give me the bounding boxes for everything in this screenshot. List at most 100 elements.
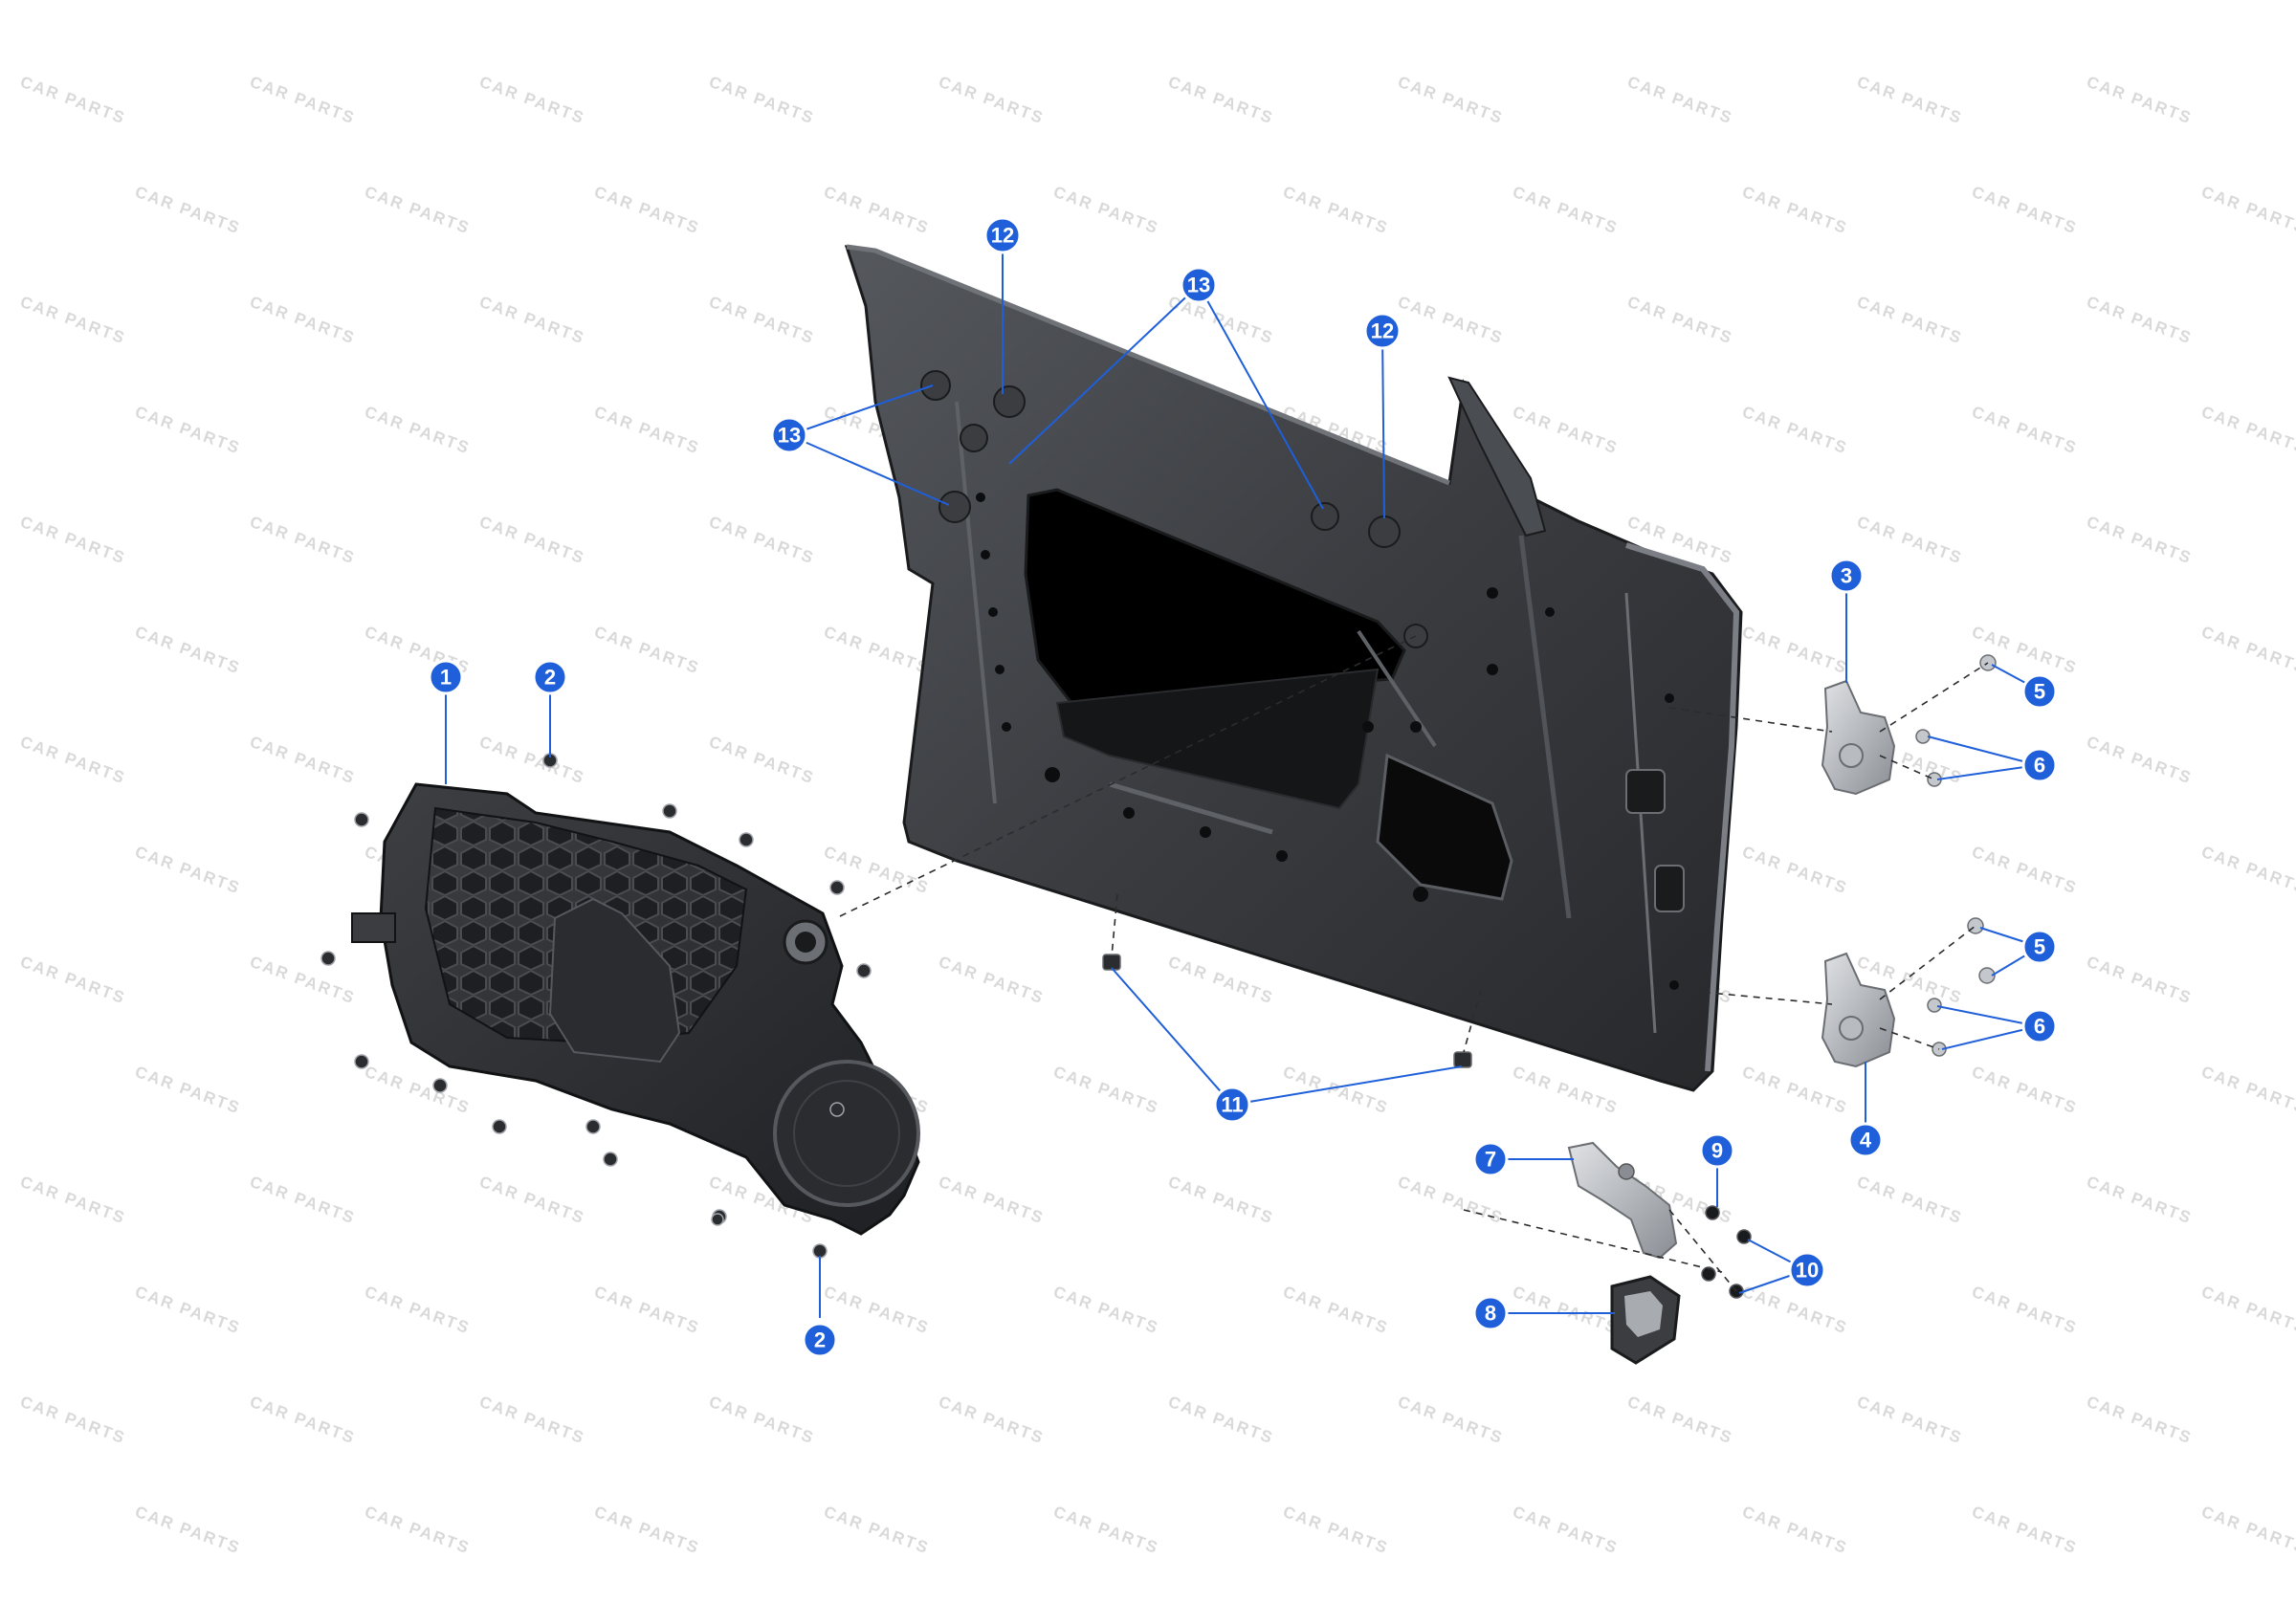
lower-door-hinge xyxy=(1821,952,1896,1068)
watermark-text: CAR PARTS xyxy=(1970,403,2080,458)
callout-8: 8 xyxy=(1472,1295,1509,1331)
watermark-text: CAR PARTS xyxy=(1051,1503,1161,1558)
callout-2-bottom-label: 2 xyxy=(814,1328,826,1352)
callout-5-upper-label: 5 xyxy=(2034,680,2045,704)
watermark-text: CAR PARTS xyxy=(1740,403,1850,458)
bump-stops xyxy=(1102,954,1472,1068)
watermark-text: CAR PARTS xyxy=(1511,1283,1621,1338)
watermark-text: CAR PARTS xyxy=(18,293,128,348)
hinge-bolts xyxy=(1915,654,1997,1057)
callout-2-top: 2 xyxy=(532,659,568,695)
watermark-text: CAR PARTS xyxy=(1625,293,1735,348)
watermark-text: CAR PARTS xyxy=(1740,1503,1850,1558)
callout-4: 4 xyxy=(1847,1122,1884,1158)
watermark-text: CAR PARTS xyxy=(133,843,243,898)
watermark-text: CAR PARTS xyxy=(707,73,817,128)
watermark-text: CAR PARTS xyxy=(1740,1063,1850,1118)
watermark-text: CAR PARTS xyxy=(2199,183,2296,238)
watermark-text: CAR PARTS xyxy=(1511,1063,1621,1118)
plug-12-left xyxy=(993,385,1026,418)
callouts: 1 2 2 3 4 5 5 6 xyxy=(428,216,2058,1358)
watermark-text: CAR PARTS xyxy=(363,183,473,238)
watermark-text: CAR PARTS xyxy=(133,403,243,458)
watermark-text: CAR PARTS xyxy=(248,513,358,568)
watermark-text: CAR PARTS xyxy=(1166,73,1276,128)
door-shell xyxy=(844,244,1743,1092)
callout-8-label: 8 xyxy=(1485,1302,1496,1326)
callout-5-lower-label: 5 xyxy=(2034,935,2045,959)
watermark-text: CAR PARTS xyxy=(133,1283,243,1338)
callout-9-label: 9 xyxy=(1711,1139,1723,1163)
watermark-text: CAR PARTS xyxy=(1396,1173,1506,1228)
watermark-text: CAR PARTS xyxy=(592,403,702,458)
callout-13-left-label: 13 xyxy=(778,424,801,448)
watermark-text: CAR PARTS xyxy=(1970,1063,2080,1118)
callout-12-left: 12 xyxy=(983,216,1022,254)
watermark-text: CAR PARTS xyxy=(477,1173,587,1228)
callout-2-top-label: 2 xyxy=(544,666,556,690)
watermark-text: CAR PARTS xyxy=(1281,183,1391,238)
watermark-text: CAR PARTS xyxy=(1511,1503,1621,1558)
watermark-text: CAR PARTS xyxy=(707,1393,817,1448)
watermark-text: CAR PARTS xyxy=(1396,73,1506,128)
watermark-text: CAR PARTS xyxy=(1740,623,1850,678)
callout-3-label: 3 xyxy=(1841,564,1852,588)
watermark-text: CAR PARTS xyxy=(822,183,932,238)
callout-11: 11 xyxy=(1213,1086,1251,1124)
callout-1: 1 xyxy=(428,659,464,695)
watermark-text: CAR PARTS xyxy=(2199,1283,2296,1338)
watermark-text: CAR PARTS xyxy=(477,73,587,128)
callout-6-lower: 6 xyxy=(2021,1008,2058,1044)
watermark-text: CAR PARTS xyxy=(1740,843,1850,898)
callout-1-label: 1 xyxy=(440,666,452,690)
watermark-text: CAR PARTS xyxy=(822,1283,932,1338)
watermark-text: CAR PARTS xyxy=(133,183,243,238)
watermark-text: CAR PARTS xyxy=(1970,1503,2080,1558)
watermark-text: CAR PARTS xyxy=(18,1173,128,1228)
watermark-text: CAR PARTS xyxy=(133,623,243,678)
callout-3: 3 xyxy=(1828,558,1865,594)
callout-4-label: 4 xyxy=(1860,1129,1872,1152)
watermark-text: CAR PARTS xyxy=(937,73,1047,128)
watermark-text: CAR PARTS xyxy=(133,1063,243,1118)
watermark-text: CAR PARTS xyxy=(2085,513,2195,568)
door-plugs xyxy=(920,370,1428,648)
callout-5-upper: 5 xyxy=(2021,673,2058,710)
watermark-text: CAR PARTS xyxy=(363,1503,473,1558)
watermark-text: CAR PARTS xyxy=(1625,1393,1735,1448)
watermark-text: CAR PARTS xyxy=(1281,1283,1391,1338)
watermark-text: CAR PARTS xyxy=(18,733,128,788)
watermark-text: CAR PARTS xyxy=(592,183,702,238)
watermark-text: CAR PARTS xyxy=(937,1173,1047,1228)
watermark-text: CAR PARTS xyxy=(248,1173,358,1228)
callout-11-label: 11 xyxy=(1221,1093,1243,1117)
callout-13-left: 13 xyxy=(770,416,808,454)
watermark-text: CAR PARTS xyxy=(363,1063,473,1118)
watermark-text: CAR PARTS xyxy=(1855,513,1965,568)
assembly-dashed-lines xyxy=(839,635,1989,1292)
watermark-text: CAR PARTS xyxy=(1396,1393,1506,1448)
watermark-text: CAR PARTS xyxy=(2085,293,2195,348)
watermark-text: CAR PARTS xyxy=(2085,733,2195,788)
grommet xyxy=(1610,1275,1681,1365)
watermark-text: CAR PARTS xyxy=(1281,1063,1391,1118)
watermark-text: CAR PARTS xyxy=(2085,1393,2195,1448)
watermark-text: CAR PARTS xyxy=(1625,73,1735,128)
callout-9: 9 xyxy=(1699,1132,1735,1169)
watermark-text: CAR PARTS xyxy=(2199,623,2296,678)
watermark-text: CAR PARTS xyxy=(1970,1283,2080,1338)
watermark-text: CAR PARTS xyxy=(1051,1063,1161,1118)
watermark-text: CAR PARTS xyxy=(592,623,702,678)
callout-6-upper-label: 6 xyxy=(2034,754,2045,778)
plug-13-right xyxy=(1311,502,1339,531)
callout-13-right-label: 13 xyxy=(1187,274,1210,297)
watermark-text: CAR PARTS xyxy=(592,1503,702,1558)
watermark-text: CAR PARTS xyxy=(2199,1503,2296,1558)
watermark-text: CAR PARTS xyxy=(1740,183,1850,238)
watermark-text: CAR PARTS xyxy=(248,1393,358,1448)
callout-2-bottom: 2 xyxy=(802,1322,838,1358)
watermark-text: CAR PARTS xyxy=(1166,1173,1276,1228)
watermark-text: CAR PARTS xyxy=(1855,1173,1965,1228)
callout-6-lower-label: 6 xyxy=(2034,1015,2045,1039)
watermark-text: CAR PARTS xyxy=(1855,73,1965,128)
